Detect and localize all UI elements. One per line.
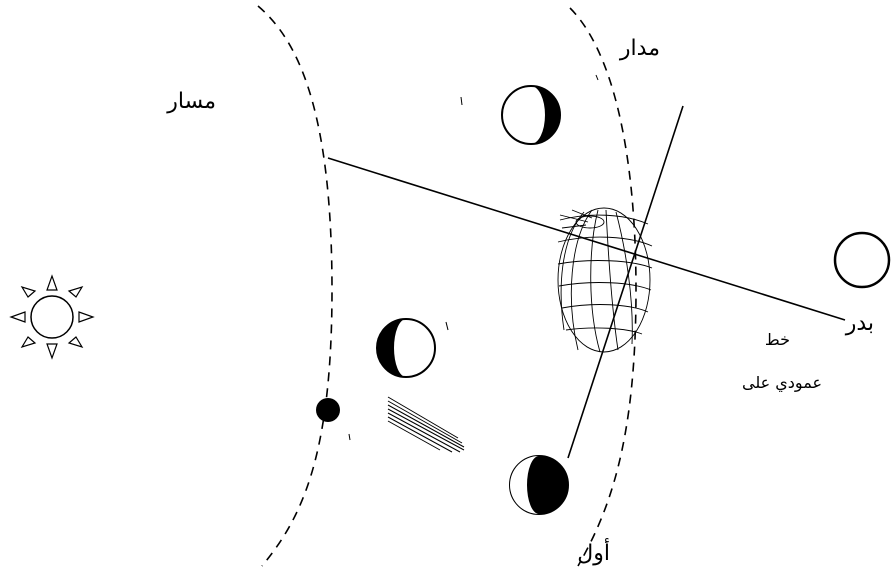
new-moon-dot xyxy=(316,398,340,422)
moon-orbit-arc xyxy=(569,7,637,567)
label-perpendicular: عمودي على xyxy=(742,373,822,393)
axis-line xyxy=(567,105,684,459)
motion-streaks xyxy=(387,396,465,453)
label-line-word: خط xyxy=(765,330,790,349)
label-first-quarter: أول xyxy=(577,538,610,566)
label-full-moon: بدر xyxy=(845,311,874,336)
moon-bottom-icon xyxy=(509,455,569,515)
full-moon-icon xyxy=(833,231,891,289)
sun-icon xyxy=(9,274,95,360)
earth-path-arc xyxy=(257,5,333,567)
small-marks xyxy=(348,74,599,441)
label-orbit: مدار xyxy=(619,36,660,61)
label-path: مسار xyxy=(166,89,216,114)
sun-line xyxy=(327,157,846,321)
globe-icon xyxy=(557,207,653,353)
moon-middle-icon xyxy=(376,318,436,378)
moon-top-icon xyxy=(501,85,561,145)
